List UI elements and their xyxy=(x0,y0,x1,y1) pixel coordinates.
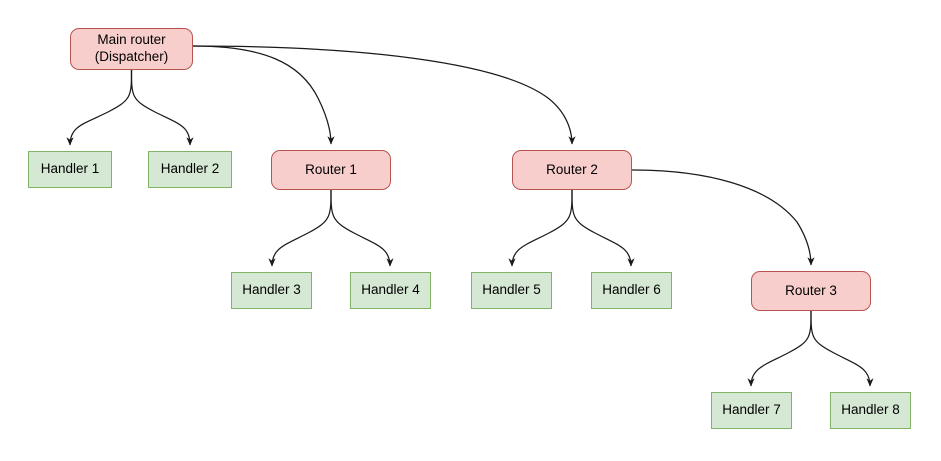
edge-router1-to-handler3 xyxy=(268,189,332,267)
node-handler1[interactable]: Handler 1 xyxy=(28,151,112,188)
node-handler8[interactable]: Handler 8 xyxy=(830,392,911,429)
node-router3[interactable]: Router 3 xyxy=(751,271,871,311)
edge-group xyxy=(66,45,874,387)
node-handler2[interactable]: Handler 2 xyxy=(148,151,232,188)
edge-router3-to-handler7 xyxy=(747,310,812,387)
edge-main-to-router2 xyxy=(192,45,576,145)
node-handler4[interactable]: Handler 4 xyxy=(350,272,431,309)
node-handler5[interactable]: Handler 5 xyxy=(471,272,552,309)
node-handler6[interactable]: Handler 6 xyxy=(591,272,672,309)
node-router1[interactable]: Router 1 xyxy=(271,150,391,190)
edge-main-to-handler1 xyxy=(66,69,133,146)
edge-router2-to-handler6 xyxy=(571,189,635,267)
edge-router2-to-router3 xyxy=(631,169,815,266)
node-main[interactable]: Main router (Dispatcher) xyxy=(70,28,193,70)
node-router2[interactable]: Router 2 xyxy=(512,150,632,190)
edge-router2-to-handler5 xyxy=(508,189,573,267)
node-handler7[interactable]: Handler 7 xyxy=(711,392,792,429)
edge-main-to-router1 xyxy=(192,45,335,145)
edge-main-to-handler2 xyxy=(130,69,194,146)
edge-router3-to-handler8 xyxy=(810,310,874,387)
node-handler3[interactable]: Handler 3 xyxy=(231,272,312,309)
edge-router1-to-handler4 xyxy=(330,189,394,267)
